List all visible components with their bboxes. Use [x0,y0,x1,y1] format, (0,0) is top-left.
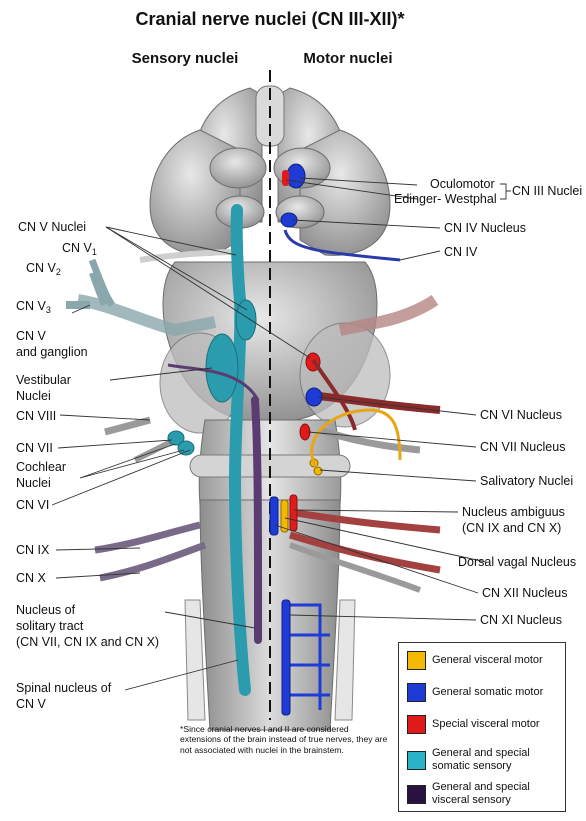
legend-label: Special visceral motor [432,718,540,731]
legend-label: General and special visceral sensory [432,781,565,807]
accessory-nucleus [282,600,290,715]
legend-item-visceral-sensory: General and special visceral sensory [407,781,565,807]
label-cochlear-1: Cochlear [16,460,66,474]
salivatory-nucleus-2 [314,467,322,475]
label-cn5-ganglion-1: CN V [16,329,47,343]
legend-swatch [407,785,426,804]
label-vestibular-1: Vestibular [16,373,71,387]
label-spinal5-1: Spinal nucleus of [16,681,112,695]
cn-vii-stub [135,440,175,460]
label-cochlear-2: Nuclei [16,476,51,490]
legend-item-somatic-sensory: General and special somatic sensory [407,747,565,773]
motor-labels: Oculomotor Edinger- Westphal CN III Nucl… [394,177,582,627]
label-cn7: CN VII [16,441,53,455]
label-edinger-westphal: Edinger- Westphal [394,192,497,206]
label-vestibular-2: Nuclei [16,389,51,403]
legend-item-special-visceral-motor: Special visceral motor [407,715,540,734]
motor-heading: Motor nuclei [303,50,392,67]
thalamus-right [300,130,390,255]
legend-label: General visceral motor [432,654,543,667]
legend-item-general-visceral-motor: General visceral motor [407,651,543,670]
label-cn11-nucleus: CN XI Nucleus [480,613,562,627]
cochlear-nucleus-2 [178,441,194,455]
label-solitary-1: Nucleus of [16,603,76,617]
label-ambiguus-2: (CN IX and CN X) [462,521,561,535]
label-ambiguus-1: Nucleus ambiguus [462,505,565,519]
label-solitary-3: (CN VII, CN IX and CN X) [16,635,159,649]
cn-x-stub [100,545,205,578]
legend-item-general-somatic-motor: General somatic motor [407,683,543,702]
label-cn5-nuclei: CN V Nuclei [18,220,86,234]
edinger-westphal-nucleus [282,170,289,186]
label-spinal5-2: CN V [16,697,47,711]
sensory-labels: CN V Nuclei CN V1 CN V2 CN V3 CN V and g… [16,220,159,711]
main-sensory-v [236,300,256,340]
label-cn8: CN VIII [16,409,56,423]
legend-swatch [407,715,426,734]
sensory-heading: Sensory nuclei [132,50,239,67]
diagram-title: Cranial nerve nuclei (CN III-XII)* [135,9,404,29]
label-cn9: CN IX [16,543,50,557]
label-cn6: CN VI [16,498,49,512]
nucleus-ambiguus [290,495,297,531]
label-cn10: CN X [16,571,47,585]
label-cn-v1: CN V1 [62,241,97,257]
legend-swatch [407,751,426,770]
legend-label: General somatic motor [432,686,543,699]
label-cn4-nucleus: CN IV Nucleus [444,221,526,235]
solitary-tract [255,400,258,640]
label-cn5-ganglion-2: and ganglion [16,345,88,359]
cn-ix-stub [95,525,200,550]
label-cn-v2: CN V2 [26,261,61,277]
cord-band-left [185,600,205,720]
label-salivatory: Salivatory Nuclei [480,474,573,488]
hypoglossal-nucleus [270,497,278,535]
label-cn7-nucleus: CN VII Nucleus [480,440,565,454]
footnote: *Since cranial nerves I and II are consi… [180,724,390,755]
cn-viii-stub [105,420,150,432]
thalamus-left [150,130,240,255]
oculomotor-nucleus [287,164,305,188]
legend-label: General and special somatic sensory [432,747,565,773]
superior-colliculus-left [210,148,266,188]
legend-swatch [407,651,426,670]
label-cn12-nucleus: CN XII Nucleus [482,586,567,600]
label-cn3-nuclei: CN III Nuclei [512,184,582,198]
label-dorsal-vagal: Dorsal vagal Nucleus [458,555,576,569]
label-cn4: CN IV [444,245,478,259]
label-solitary-2: solitary tract [16,619,84,633]
label-oculomotor: Oculomotor [430,177,495,191]
legend-swatch [407,683,426,702]
label-cn6-nucleus: CN VI Nucleus [480,408,562,422]
label-cn-v3: CN V3 [16,299,51,315]
cord-band-right [335,600,355,720]
legend: General visceral motor General somatic m… [398,642,566,812]
